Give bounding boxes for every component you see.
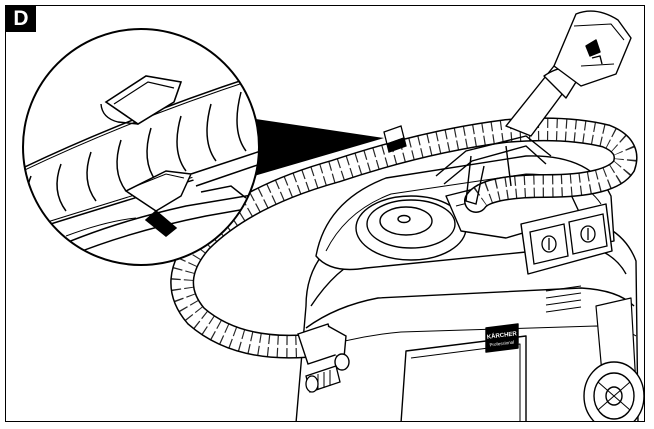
brand-plate-label: KÄRCHER bbox=[487, 330, 518, 341]
spiral-hose bbox=[170, 117, 638, 359]
hose-fitting bbox=[305, 365, 341, 393]
detail-magnifier-circle bbox=[22, 28, 260, 266]
brand-plate-text: KÄRCHER Professional bbox=[487, 330, 518, 347]
brand-plate-sublabel: Professional bbox=[489, 340, 514, 348]
technical-illustration: KÄRCHER Professional bbox=[22, 10, 644, 421]
hose-clip bbox=[383, 125, 407, 153]
lid-frame bbox=[435, 135, 552, 205]
hose-coupling bbox=[297, 323, 350, 371]
detail-pointer-wedge bbox=[249, 118, 384, 176]
figure-frame: KÄRCHER Professional bbox=[5, 5, 645, 422]
rocker-switch-left bbox=[529, 223, 569, 265]
brand-plate bbox=[485, 323, 519, 353]
rocker-switch-right bbox=[568, 213, 608, 255]
hand-nozzle bbox=[505, 10, 632, 137]
figure-label-badge: D bbox=[6, 6, 36, 32]
castor-wheel bbox=[583, 361, 644, 421]
